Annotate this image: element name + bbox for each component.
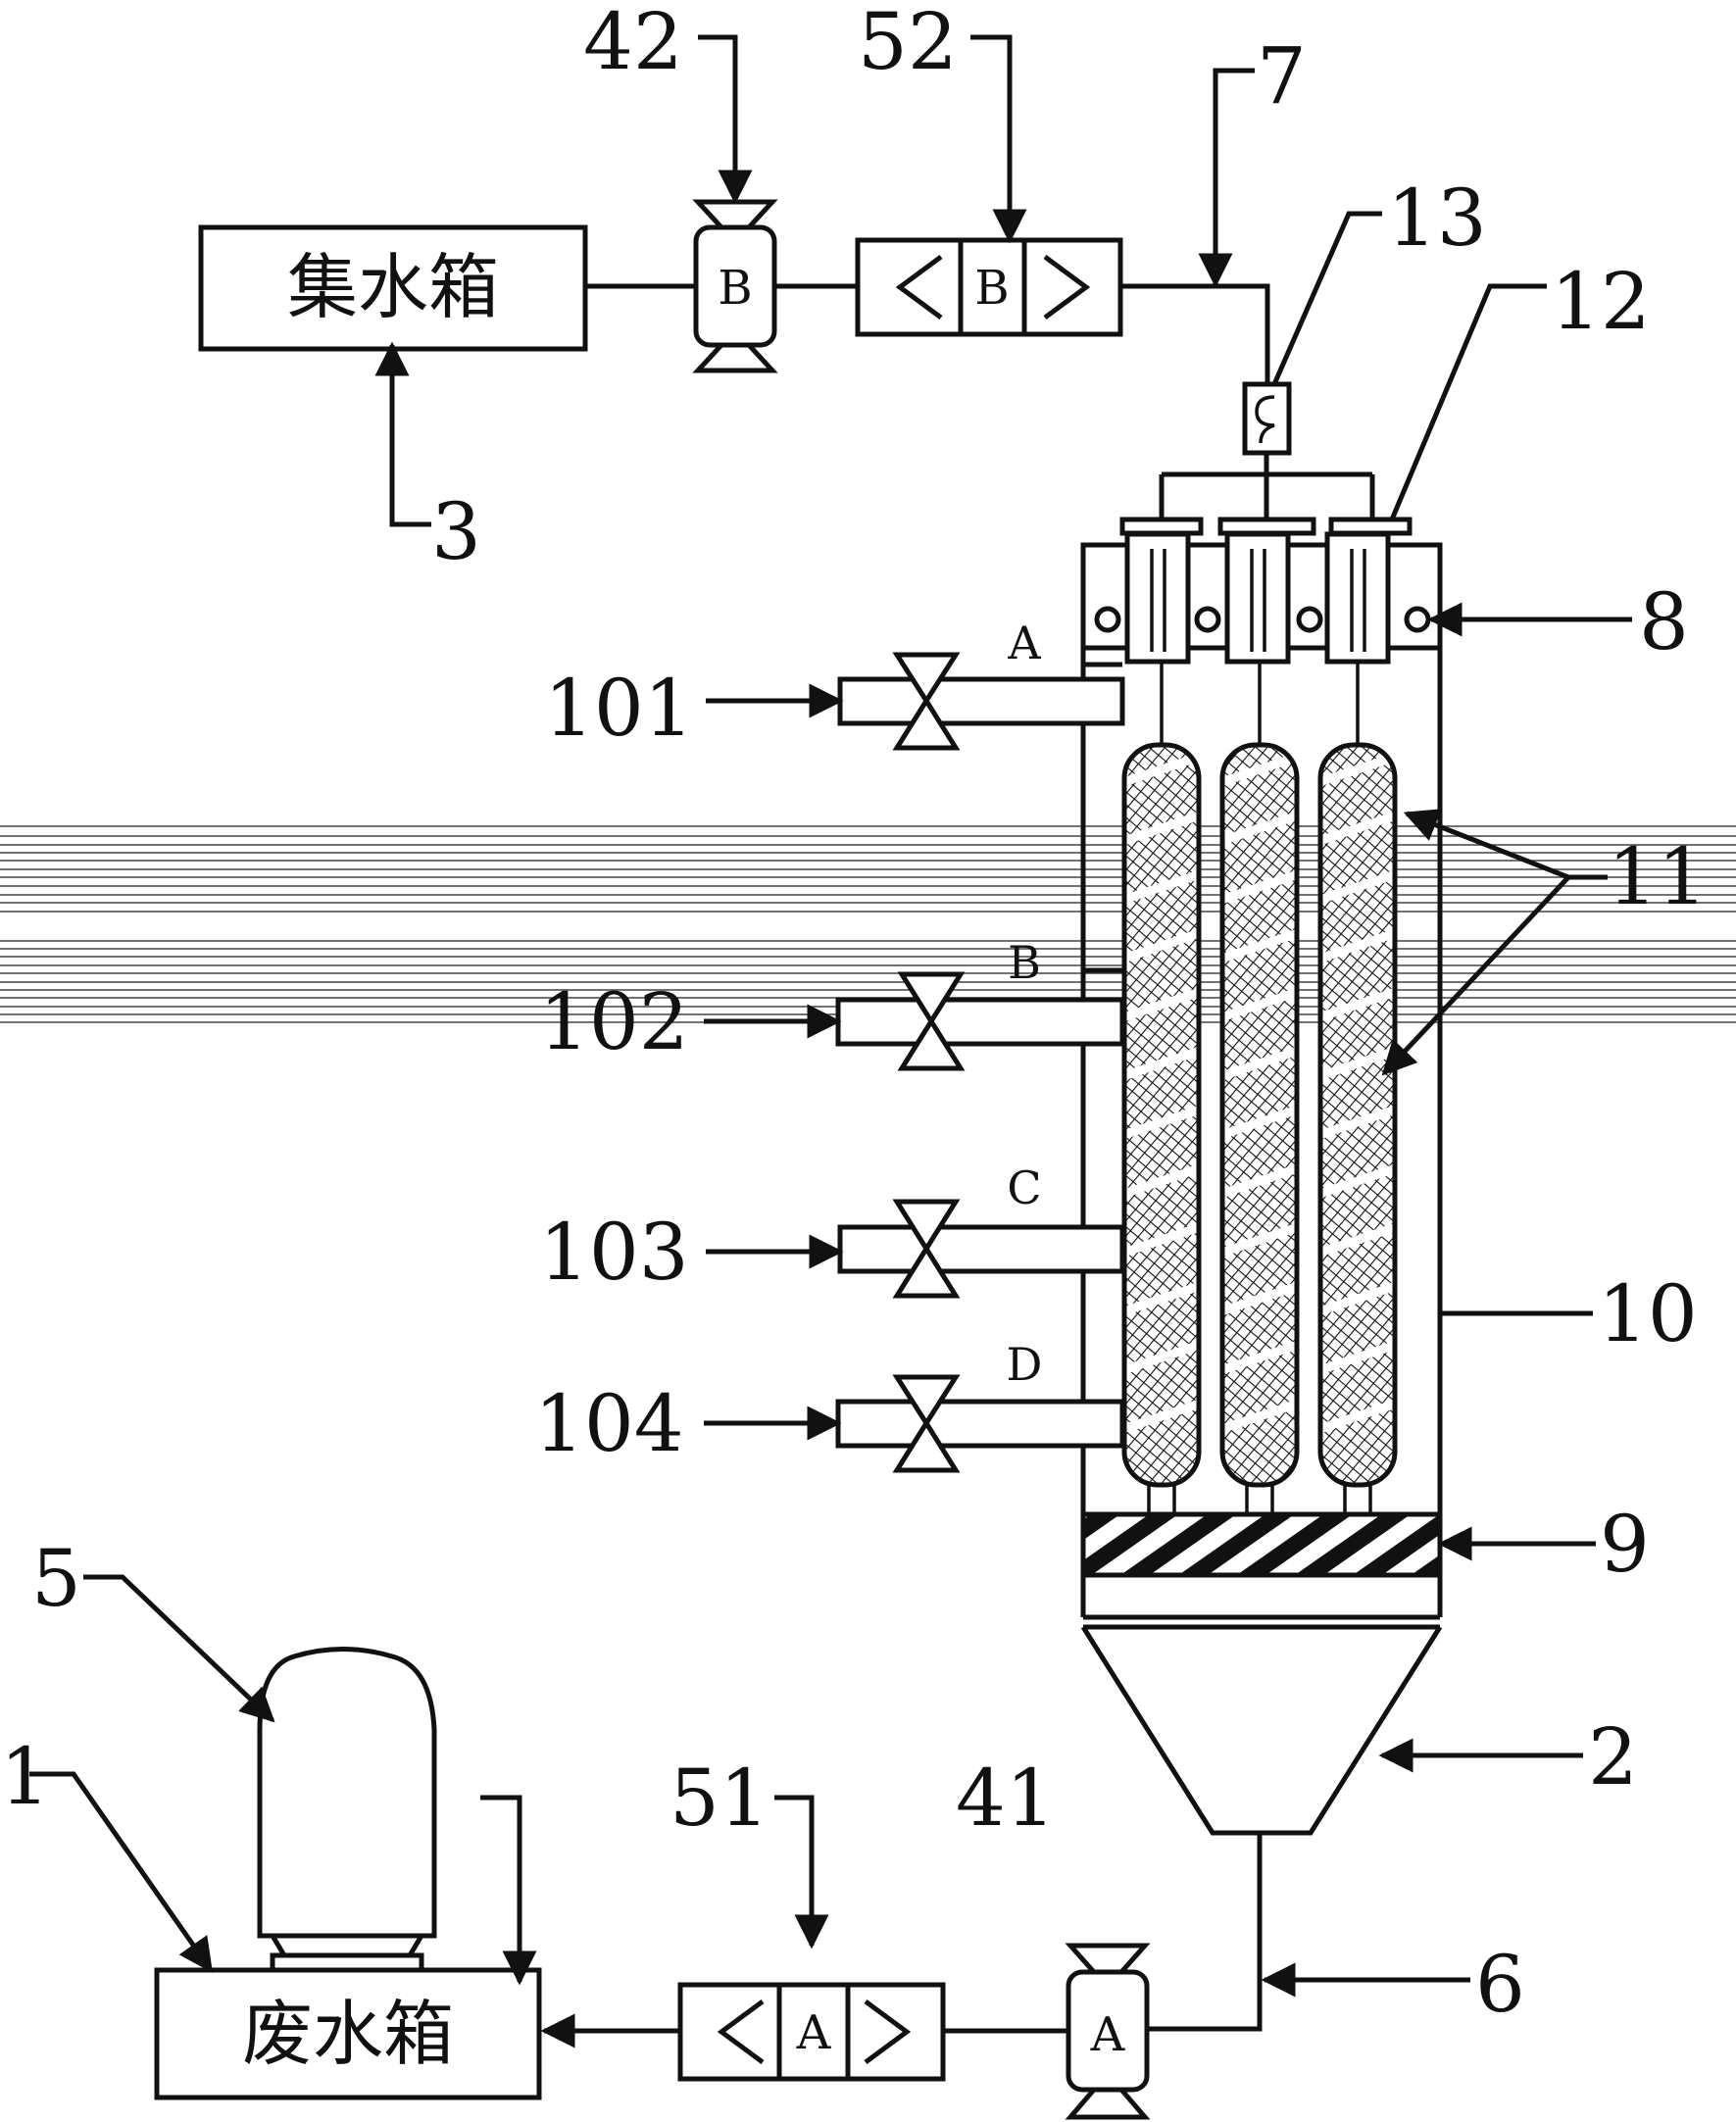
manifold-12 [1119, 471, 1413, 536]
gas-cylinder-5 [257, 1647, 437, 1973]
port-label-c: C [1007, 1161, 1041, 1214]
valve-a-label: A [1090, 2007, 1126, 2062]
label-5: 5 [31, 1533, 81, 1624]
label-10: 10 [1598, 1268, 1698, 1359]
label-8: 8 [1639, 576, 1689, 667]
label-41: 41 [956, 1752, 1056, 1844]
label-3: 3 [431, 486, 481, 577]
label-42: 42 [583, 0, 683, 87]
label-104: 104 [534, 1378, 684, 1469]
port-label-d: D [1007, 1338, 1043, 1391]
waste-tank-label: 废水箱 [242, 1993, 454, 2075]
cone-bottom-2 [1080, 1625, 1443, 1836]
support-plate-9 [1080, 1511, 1443, 1578]
pump-b-label: B [974, 261, 1009, 316]
collector-tank: 集水箱 [198, 224, 588, 352]
inlet-102 [835, 971, 1125, 1071]
valve-a: A [1065, 1943, 1151, 2120]
inlet-101 [837, 652, 1125, 751]
label-11: 11 [1608, 831, 1708, 922]
label-52: 52 [858, 0, 958, 87]
label-7: 7 [1257, 30, 1307, 122]
port-label-b: B [1008, 936, 1041, 989]
label-1: 1 [0, 1731, 50, 1822]
component-13 [1242, 381, 1292, 478]
label-13: 13 [1387, 173, 1487, 264]
label-6: 6 [1475, 1939, 1525, 2030]
electrode-tubes-11 [1121, 662, 1398, 1514]
reference-numbers: 42 52 7 13 12 3 8 101 11 102 103 10 104 … [0, 0, 1708, 2030]
scan-line-artifacts [0, 825, 1736, 1023]
label-103: 103 [539, 1207, 689, 1298]
inlet-103 [837, 1199, 1125, 1299]
pump-a-label: A [796, 2005, 832, 2060]
port-label-a: A [1007, 617, 1041, 669]
label-12: 12 [1551, 256, 1651, 347]
electrode-holders-8 [1080, 531, 1443, 665]
label-9: 9 [1600, 1499, 1650, 1590]
label-2: 2 [1588, 1711, 1638, 1802]
inlet-valves: A B C D [835, 617, 1125, 1473]
valve-b-label: B [718, 261, 752, 316]
inlet-104 [835, 1374, 1125, 1473]
collector-tank-label: 集水箱 [287, 246, 499, 328]
label-101: 101 [544, 663, 694, 754]
label-51: 51 [670, 1752, 769, 1844]
pump-a: A [677, 1982, 946, 2082]
waste-tank: 废水箱 [154, 1967, 542, 2100]
valve-b: B [692, 199, 778, 373]
pump-b: B [855, 237, 1123, 337]
leader-lines [29, 34, 1632, 1998]
label-102: 102 [539, 976, 689, 1067]
